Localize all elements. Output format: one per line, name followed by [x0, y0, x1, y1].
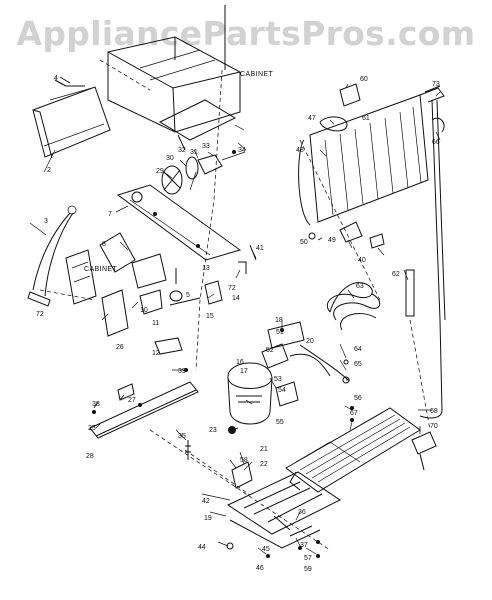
callout-45: 45 — [262, 546, 270, 553]
callout-25: 25 — [88, 425, 96, 432]
callout-64: 64 — [354, 346, 362, 353]
callout-8: 8 — [102, 241, 106, 248]
callout-72b: 72 — [228, 285, 236, 292]
callout-11: 11 — [152, 320, 159, 327]
callout-labels: 2 3 4 5 7 8 10 11 12 13 14 15 16 17 18 1… — [36, 75, 440, 573]
relay-cluster — [101, 244, 257, 355]
callout-2: 2 — [47, 167, 51, 174]
callout-28: 28 — [86, 453, 94, 460]
callout-10: 10 — [140, 307, 148, 314]
callout-41: 41 — [256, 245, 264, 252]
callout-55: 55 — [276, 419, 284, 426]
serpentine-tubing — [327, 282, 381, 331]
callout-46: 46 — [256, 565, 264, 572]
callout-30: 30 — [166, 155, 174, 162]
callout-4: 4 — [54, 75, 58, 82]
callout-67: 67 — [350, 410, 358, 417]
leader-lines — [29, 81, 441, 555]
callout-27: 27 — [128, 397, 136, 404]
callout-36: 36 — [298, 509, 306, 516]
callout-42: 42 — [202, 498, 210, 505]
callout-5: 5 — [186, 292, 190, 299]
filter-drier — [405, 269, 415, 317]
callout-32: 32 — [178, 147, 186, 154]
drain-pan — [285, 359, 421, 493]
callout-40: 40 — [358, 257, 366, 264]
callout-58: 58 — [240, 457, 248, 464]
power-cord — [27, 205, 77, 307]
callout-72: 72 — [36, 311, 44, 318]
callout-61: 61 — [362, 115, 370, 122]
condenser-coil — [298, 87, 446, 321]
callout-38: 38 — [92, 401, 100, 408]
callout-3: 3 — [44, 218, 48, 225]
callout-7: 7 — [108, 211, 112, 218]
callout-34: 34 — [238, 147, 246, 154]
callout-39: 39 — [178, 368, 186, 375]
reference-line-left — [39, 59, 151, 301]
callout-22: 22 — [260, 461, 268, 468]
watermark: AppliancePartsPros.com — [16, 14, 476, 53]
top-right-parts — [319, 83, 445, 133]
callout-33: 33 — [202, 143, 210, 150]
callout-53: 53 — [274, 376, 282, 383]
callout-12: 12 — [152, 350, 160, 357]
fan-motor-assembly — [161, 150, 246, 195]
mounting-bracket — [116, 184, 242, 261]
callout-70: 70 — [430, 423, 438, 430]
callout-73: 73 — [432, 81, 440, 88]
compressor — [227, 321, 331, 434]
callout-60: 60 — [360, 76, 368, 83]
reference-line-right — [299, 139, 431, 431]
callout-23: 23 — [209, 427, 217, 434]
callout-35: 35 — [178, 433, 186, 440]
callout-37: 37 — [300, 542, 308, 549]
callout-52: 52 — [266, 347, 274, 354]
callout-56: 56 — [354, 395, 362, 402]
callout-54: 54 — [278, 387, 286, 394]
base-frame — [226, 461, 341, 558]
callout-62: 62 — [392, 271, 400, 278]
callout-49: 49 — [328, 237, 336, 244]
callout-16: 16 — [236, 359, 244, 366]
callout-68: 68 — [430, 408, 438, 415]
reference-line-vertical — [195, 69, 223, 371]
callout-26: 26 — [116, 344, 124, 351]
callout-19: 19 — [204, 515, 212, 522]
callout-47: 47 — [308, 115, 316, 122]
left-panel — [32, 76, 111, 159]
callout-29: 29 — [156, 168, 164, 175]
callout-50: 50 — [300, 239, 308, 246]
coil-mount-parts — [308, 221, 385, 249]
label-cabinet-top: CABINET — [240, 71, 273, 78]
callout-51: 51 — [276, 329, 284, 336]
callout-14: 14 — [232, 295, 240, 302]
callout-17: 17 — [240, 368, 248, 375]
callout-31: 31 — [190, 149, 198, 156]
cabinet-box — [107, 5, 241, 151]
label-cabinet-left: CABINET — [84, 266, 117, 273]
refrigerant-tubing — [299, 319, 443, 419]
callout-57: 57 — [304, 555, 312, 562]
base-rail — [89, 381, 199, 439]
clip-part — [411, 431, 437, 471]
callout-65: 65 — [354, 361, 362, 368]
reference-line-bottom — [149, 429, 331, 551]
callout-66: 66 — [432, 139, 440, 146]
callout-21: 21 — [260, 446, 268, 453]
callout-63: 63 — [356, 283, 364, 290]
callout-48: 48 — [296, 147, 304, 154]
callout-13: 13 — [202, 265, 210, 272]
callout-20: 20 — [306, 338, 314, 345]
control-bracket — [65, 232, 136, 305]
callout-15: 15 — [206, 313, 214, 320]
callout-44: 44 — [198, 544, 206, 551]
callout-59: 59 — [304, 566, 312, 573]
callout-18: 18 — [275, 317, 283, 324]
